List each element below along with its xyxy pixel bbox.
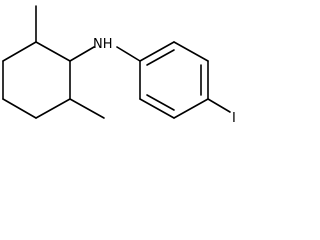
ring-bond [139,41,175,62]
ring-bond [2,98,37,119]
carbon-nitrogen-bond [69,46,95,62]
iodine-label: I [232,111,236,126]
ring-bond [173,41,209,62]
nitrogen-aryl-bond [116,46,141,62]
ring-bond [173,98,209,119]
methyl-bond-bottom [69,98,105,119]
ring-bond [2,41,37,62]
carbon-iodine-bond [207,98,231,113]
benzene-ring [139,41,209,119]
chemical-structure-diagram: NH I [2,5,236,126]
cyclohexane-ring [2,41,71,119]
ring-bond [139,98,175,119]
ring-bond [35,41,71,62]
nh-label: NH [93,37,113,52]
double-bond-inner [146,94,175,111]
double-bond-inner [146,49,175,66]
ring-bond [35,98,71,119]
